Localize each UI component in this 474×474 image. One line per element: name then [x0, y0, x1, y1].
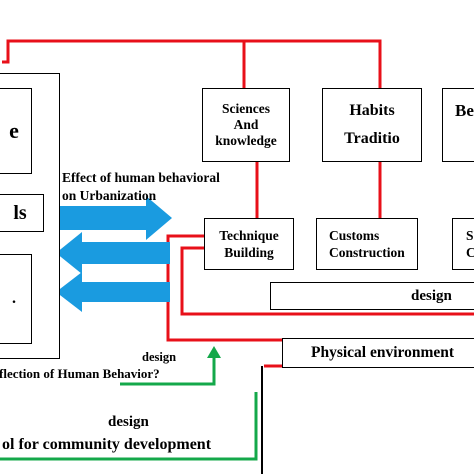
green-up-line — [120, 356, 216, 386]
bottom-tool-label: ol for community development — [2, 436, 212, 453]
design-bar-label: design — [411, 288, 452, 304]
reflection-question-label: flection of Human Behavior? — [0, 366, 160, 381]
third-top-box[interactable]: Be — [442, 88, 474, 162]
habits-line1: Habits — [349, 102, 395, 119]
effect-annotation-line2: on Urbanization — [62, 188, 157, 203]
sciences-line2: And — [233, 117, 259, 132]
sciences-line3: knowledge — [215, 133, 277, 148]
technique-line2: Building — [224, 245, 274, 260]
green-arrowhead — [207, 346, 221, 358]
effect-annotation-line1: Effect of human behavioral — [62, 170, 220, 185]
technique-building-box[interactable]: Technique Building — [204, 218, 294, 270]
customs-line1: Customs — [329, 228, 380, 243]
customs-construction-box[interactable]: Customs Construction — [316, 218, 418, 270]
right-middle-line2: C — [466, 245, 474, 260]
habits-traditions-box[interactable]: Habits Traditio — [322, 88, 422, 162]
blue-arrow-left-top[interactable] — [56, 232, 170, 274]
red-connector-top — [2, 39, 382, 88]
left-box-top-label: e — [9, 118, 19, 143]
left-box-bottom[interactable]: . — [0, 254, 32, 344]
left-box-middle-label: ls — [13, 201, 27, 224]
left-box-middle[interactable]: ls — [0, 194, 44, 232]
third-top-label: Be — [455, 101, 474, 120]
right-middle-box[interactable]: S C — [452, 218, 474, 270]
design-bar[interactable]: design — [270, 282, 474, 310]
reflection-design-label: design — [142, 350, 177, 364]
left-box-bottom-label: . — [12, 290, 16, 307]
blue-arrow-left-bottom[interactable] — [56, 272, 170, 312]
bottom-design-label: design — [108, 414, 149, 430]
sciences-knowledge-box[interactable]: Sciences And knowledge — [202, 88, 290, 162]
technique-line1: Technique — [219, 228, 279, 243]
sciences-line1: Sciences — [222, 101, 270, 116]
physical-environment-bar[interactable]: Physical environment — [282, 338, 474, 368]
left-box-top[interactable]: e — [0, 88, 32, 174]
red-connector-inner — [180, 246, 474, 316]
right-middle-line1: S — [466, 228, 474, 243]
habits-line2: Traditio — [344, 130, 400, 147]
green-feedback-line — [0, 392, 258, 461]
customs-line2: Construction — [329, 245, 405, 260]
physical-environment-label: Physical environment — [311, 344, 455, 361]
blue-arrow-right[interactable] — [58, 196, 172, 240]
